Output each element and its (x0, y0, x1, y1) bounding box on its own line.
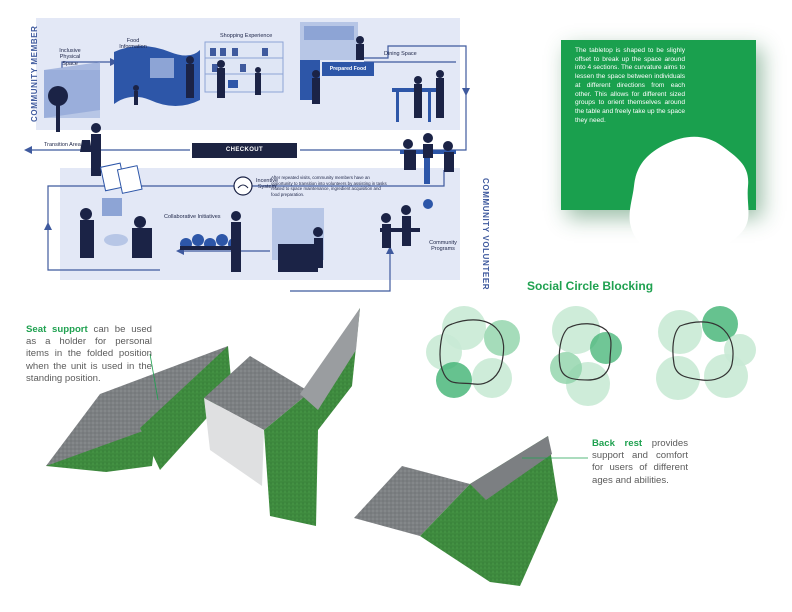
seating-units (46, 308, 588, 586)
stage-collaborative-initiatives: Collaborative Initiatives (164, 214, 221, 220)
circle-group-1 (426, 306, 520, 398)
back-rest-heading: Back rest (592, 438, 643, 449)
stage-inclusive-space: Inclusive Physical Space (59, 48, 81, 67)
standing-unit (204, 308, 360, 526)
community-volunteer-label: COMMUNITY VOLUNTEER (481, 178, 490, 291)
prepared-food-scene (300, 22, 364, 104)
seat-support-callout: Seat support can be used as a holder for… (26, 324, 152, 385)
transition-person (80, 123, 101, 176)
stage-prepared-food: Prepared Food (322, 62, 374, 76)
flow-lines (28, 45, 467, 292)
dining-scene (392, 70, 456, 184)
seat-support-text: can be used as a holder for personal ite… (26, 324, 152, 384)
reclined-unit (354, 436, 558, 586)
food-info-scene (114, 46, 200, 106)
tabletop-shape (629, 136, 749, 254)
back-rest-callout: Back rest provides support and comfort f… (592, 438, 688, 487)
community-member-label: COMMUNITY MEMBER (30, 25, 39, 122)
checkout-bar: CHECKOUT (192, 143, 297, 158)
stage-incentive-system: Incentive System (255, 178, 278, 191)
entrance-scene (44, 62, 100, 132)
folded-unit (46, 346, 232, 472)
tabletop-description: The tabletop is shaped to be slighly off… (575, 47, 685, 124)
circle-group-2 (550, 306, 622, 406)
social-circle-diagrams (426, 306, 756, 406)
stage-community-programs: Community Programs (429, 240, 457, 253)
social-circle-title: Social Circle Blocking (527, 279, 654, 293)
stage-food-information: Food Information (119, 38, 147, 51)
seat-support-leader (149, 353, 159, 401)
circle-group-3 (656, 306, 756, 400)
stage-dining-space: Dining Space (384, 51, 417, 57)
seat-support-heading: Seat support (26, 324, 88, 335)
shopping-scene (204, 41, 284, 98)
volunteer-note: After repeated visits, community members… (271, 175, 387, 197)
volunteer-scenes (80, 162, 433, 272)
stage-transition-area: Transition Area (44, 142, 81, 148)
stage-shopping-experience: Shopping Experience (220, 33, 273, 39)
back-rest-text: provides support and comfort for users o… (592, 438, 688, 486)
